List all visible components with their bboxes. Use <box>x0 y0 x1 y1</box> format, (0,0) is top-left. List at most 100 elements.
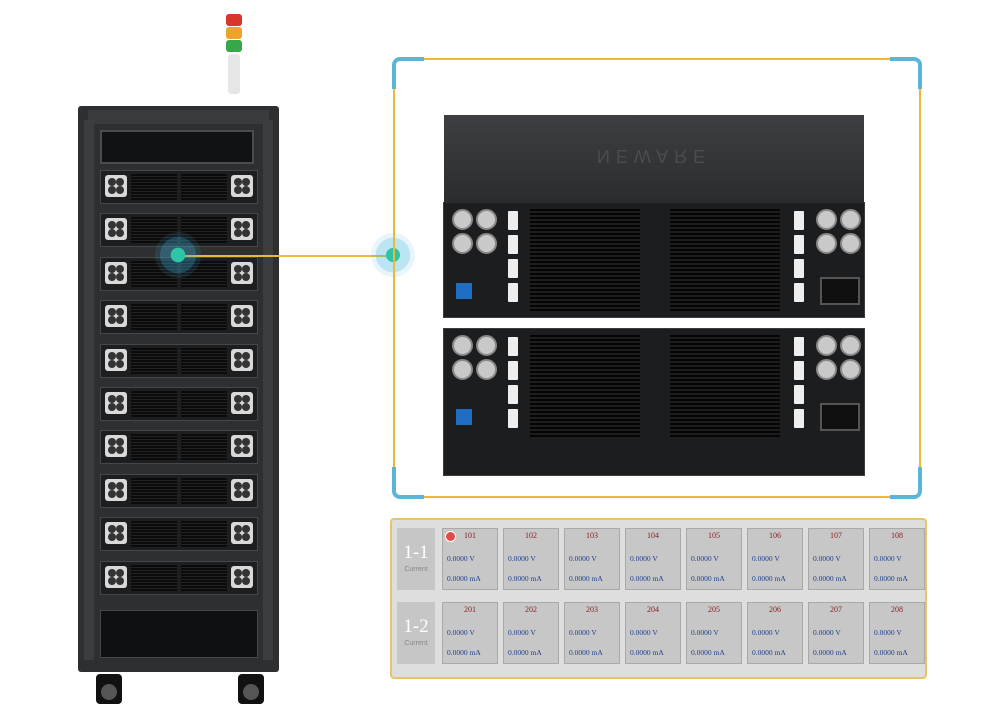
voltage-value: 0.0000 V <box>874 628 902 637</box>
channel-number: 105 <box>708 531 720 540</box>
channel-port-icon <box>231 522 253 545</box>
rack-unit[interactable] <box>100 343 258 378</box>
channel-port-icon <box>231 175 253 197</box>
channel-port-icon <box>840 233 861 254</box>
rack-unit[interactable] <box>100 387 258 421</box>
channel-number: 201 <box>464 605 476 614</box>
channel-port-icon <box>231 305 253 328</box>
vent-grille <box>670 207 780 311</box>
voltage-value: 0.0000 V <box>874 554 902 563</box>
terminal-slot <box>508 235 518 254</box>
current-value: 0.0000 mA <box>447 648 481 657</box>
vent-grille <box>131 391 177 417</box>
rack-bottom-compartment <box>100 610 258 658</box>
channel-port-icon <box>105 218 127 241</box>
vent-grille <box>131 477 177 504</box>
channel-port-icon <box>105 305 127 328</box>
voltage-value: 0.0000 V <box>569 628 597 637</box>
channel-number: 101 <box>464 531 476 540</box>
rack-top-panel <box>88 110 269 124</box>
voltage-value: 0.0000 V <box>630 554 658 563</box>
voltage-value: 0.0000 V <box>569 554 597 563</box>
tester-unit-bottom[interactable] <box>443 328 865 476</box>
channel-number: 206 <box>769 605 781 614</box>
vent-grille <box>181 477 227 504</box>
rack-unit[interactable] <box>100 213 258 248</box>
channel-port-icon <box>105 261 127 284</box>
channel-port-icon <box>105 435 127 458</box>
channel-port-icon <box>105 522 127 545</box>
tower-status-light <box>226 14 242 106</box>
terminal-slot <box>794 211 804 230</box>
rack-unit[interactable] <box>100 473 258 508</box>
terminal-slot <box>508 259 518 278</box>
current-value: 0.0000 mA <box>874 574 908 583</box>
current-value: 0.0000 mA <box>569 574 603 583</box>
current-value: 0.0000 mA <box>691 648 725 657</box>
channel-port-icon <box>105 565 127 588</box>
channel-port-icon <box>231 261 253 284</box>
current-value: 0.0000 mA <box>813 574 847 583</box>
channel-port-icon <box>816 233 837 254</box>
vent-grille <box>181 304 227 331</box>
rack-drawer <box>100 130 254 164</box>
frame-bottom-edge <box>421 496 893 498</box>
current-value: 0.0000 mA <box>508 648 542 657</box>
current-value: 0.0000 mA <box>874 648 908 657</box>
alarm-icon <box>445 531 456 542</box>
voltage-value: 0.0000 V <box>508 554 536 563</box>
channel-port-icon <box>231 478 253 501</box>
vent-grille <box>131 304 177 331</box>
battery-test-rack[interactable] <box>78 106 279 704</box>
product-detail-frame: NEWARE <box>392 57 922 499</box>
vent-grille <box>131 434 177 461</box>
channel-number: 203 <box>586 605 598 614</box>
rack-unit[interactable] <box>100 170 258 204</box>
frame-top-edge <box>421 58 893 60</box>
frame-corner <box>890 57 922 89</box>
tester-unit-top[interactable]: NEWARE <box>443 115 865 318</box>
vent-grille <box>530 333 640 437</box>
channel-port-icon <box>840 335 861 356</box>
voltage-value: 0.0000 V <box>752 554 780 563</box>
rack-unit[interactable] <box>100 560 258 595</box>
connector-line <box>178 255 393 257</box>
frame-corner <box>890 467 922 499</box>
terminal-slot <box>794 283 804 302</box>
caster-wheel-icon <box>96 674 122 704</box>
selected-unit-hotspot[interactable] <box>155 232 201 278</box>
voltage-value: 0.0000 V <box>508 628 536 637</box>
channel-port-icon <box>476 359 497 380</box>
current-value: 0.0000 mA <box>691 574 725 583</box>
current-value: 0.0000 mA <box>630 574 664 583</box>
rack-unit[interactable] <box>100 430 258 465</box>
channel-number: 106 <box>769 531 781 540</box>
channel-port-icon <box>476 233 497 254</box>
frame-left-edge <box>393 86 395 470</box>
row-id: 1-2 <box>403 616 429 637</box>
current-value: 0.0000 mA <box>752 648 786 657</box>
ac-inlet-icon <box>820 403 860 431</box>
rack-unit[interactable] <box>100 300 258 335</box>
frame-corner <box>392 467 424 499</box>
vent-grille <box>131 174 177 200</box>
terminal-slot <box>508 211 518 230</box>
rack-unit[interactable] <box>100 517 258 552</box>
